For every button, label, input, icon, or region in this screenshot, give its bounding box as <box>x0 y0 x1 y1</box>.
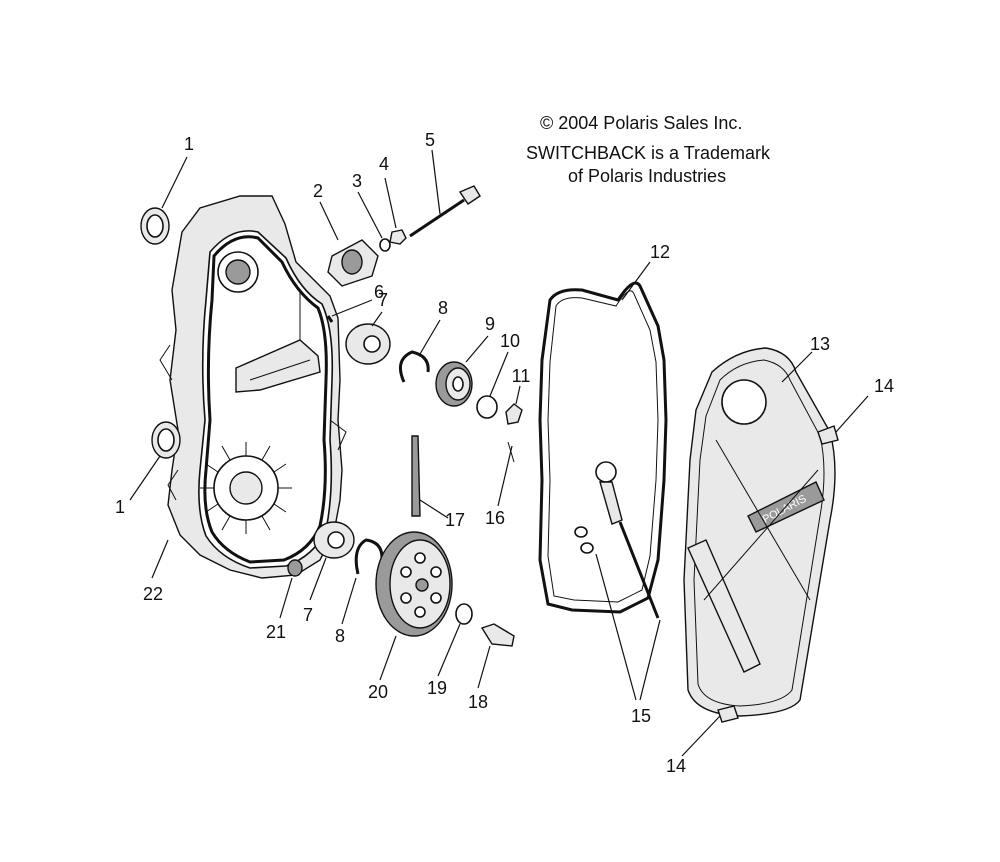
callout-14-lower: 14 <box>666 756 686 776</box>
gasket <box>538 281 668 614</box>
callout-8-lower: 8 <box>335 626 345 646</box>
washer-10 <box>476 395 498 419</box>
bolt-5 <box>409 185 481 238</box>
nut-4 <box>389 229 407 245</box>
callout-12: 12 <box>650 242 670 262</box>
callout-15: 15 <box>631 706 651 726</box>
snap-ring-lower <box>354 538 384 575</box>
callout-5: 5 <box>425 130 435 150</box>
callout-17: 17 <box>445 510 465 530</box>
bearing-lower <box>313 521 355 559</box>
callout-6: 6 <box>374 282 384 302</box>
callout-14-upper: 14 <box>874 376 894 396</box>
large-gear <box>375 531 453 637</box>
drain-plug <box>287 559 303 577</box>
tensioner-block <box>327 239 379 287</box>
leader-lines <box>129 149 869 757</box>
callout-11: 11 <box>512 366 531 386</box>
dipstick <box>574 461 660 619</box>
callout-3: 3 <box>352 171 362 191</box>
callout-labels: 1 1 2 3 4 5 6 7 7 8 8 9 10 11 12 13 14 1… <box>115 130 894 776</box>
callout-8-upper: 8 <box>438 298 448 318</box>
dowel-pin-6 <box>326 315 334 323</box>
small-sprocket <box>435 361 473 407</box>
seal-lower <box>151 421 181 459</box>
bolt-18 <box>480 623 515 647</box>
trademark-line-1: SWITCHBACK is a Trademark <box>526 143 771 163</box>
callout-13: 13 <box>810 334 830 354</box>
callout-1-lower: 1 <box>115 497 125 517</box>
callout-18: 18 <box>468 692 488 712</box>
callout-7-lower: 7 <box>303 605 313 625</box>
bolt-14-lower <box>717 705 739 723</box>
chaincase-cover: POLARIS <box>683 347 836 717</box>
drive-chain <box>411 435 421 517</box>
bolt-14-upper <box>817 425 839 445</box>
trademark-line-2: of Polaris Industries <box>568 166 726 186</box>
copyright-text: © 2004 Polaris Sales Inc. <box>540 113 742 133</box>
washer-3 <box>379 238 391 252</box>
callout-9: 9 <box>485 314 495 334</box>
snap-ring-upper <box>398 350 430 383</box>
seal-upper <box>140 207 170 245</box>
callout-7-upper: 7 <box>378 290 388 310</box>
callout-10: 10 <box>500 331 520 351</box>
callout-19: 19 <box>427 678 447 698</box>
callout-2: 2 <box>313 181 323 201</box>
callout-16: 16 <box>485 508 505 528</box>
callout-21: 21 <box>266 622 286 642</box>
callout-4: 4 <box>379 154 389 174</box>
callout-1-upper: 1 <box>184 134 194 154</box>
washer-19 <box>455 603 473 625</box>
callout-20: 20 <box>368 682 388 702</box>
chaincase-housing <box>159 195 347 579</box>
nut-11 <box>505 403 523 425</box>
callout-22: 22 <box>143 584 163 604</box>
bearing-upper <box>345 323 391 365</box>
